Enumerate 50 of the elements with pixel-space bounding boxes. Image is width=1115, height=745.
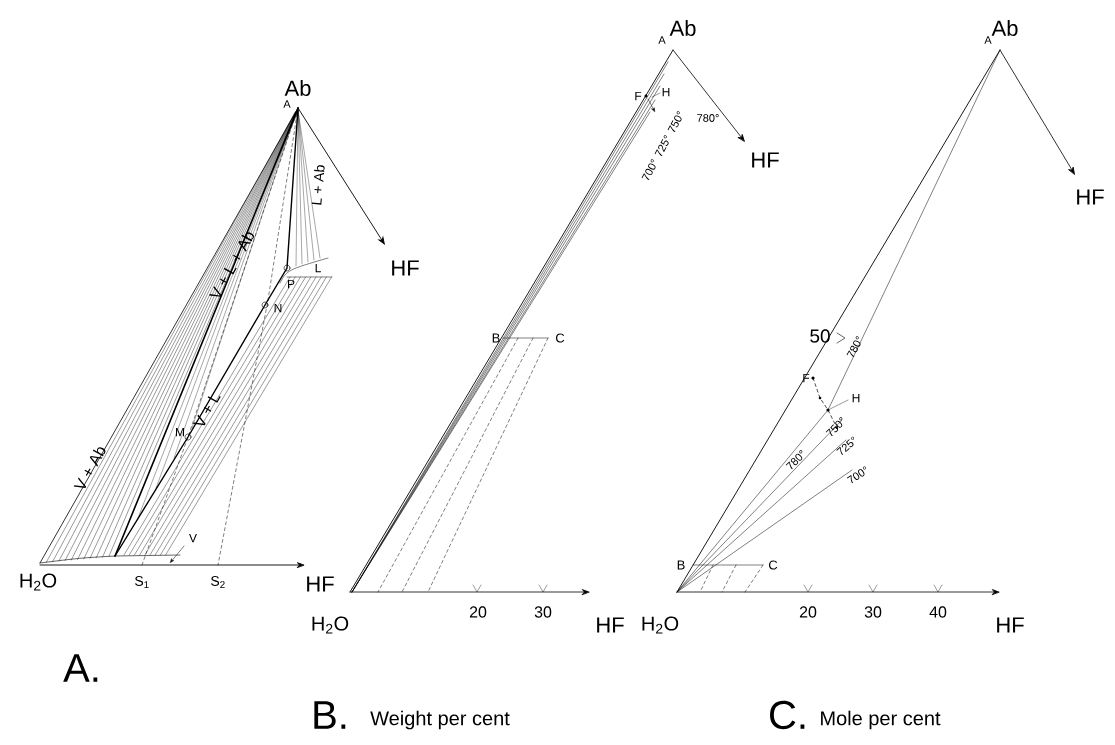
point-label: V [189,533,197,543]
panel-caption: Weight per cent [370,710,510,730]
phase-field-label: L + Ab [311,165,325,205]
point-label: F [803,373,810,383]
isotherm-label: 750° [667,111,682,133]
axis-label: H$_{2}$O [312,616,349,634]
isotherm-label: 700° [641,159,656,181]
panel-caption: C. [770,700,805,730]
point-label: S$_{2}$ [211,576,225,588]
point-label: F [635,91,642,101]
panel-caption: Mole per cent [821,710,941,730]
isotherm-label: 725° [654,135,669,157]
point-label: B [492,333,500,343]
isotherm-label: 780° [697,114,719,122]
point-label: B [677,560,685,570]
point-label: H [662,87,670,97]
tick-label: 20 [799,606,817,618]
tick-label: 40 [929,606,947,618]
axis-label: HF [997,617,1024,633]
axis-label: H$_{2}$O [642,616,679,634]
point-label: A [658,36,666,44]
point-label: C [769,560,778,570]
axis-label: H$_{2}$O [20,573,57,591]
point-label: N [274,303,282,313]
point-label: M [176,427,184,437]
point-label: P [288,279,295,289]
axis-label: HF [752,152,779,168]
phase-field-label: V + Ab [73,447,106,488]
tick-label: 30 [864,606,882,618]
panel-caption: B. [314,701,346,729]
axis-label: HF [392,260,419,276]
vertex-label: Ab [669,19,696,37]
point-label: C [555,333,565,343]
axis-label: HF [597,617,624,633]
axis-label: HF [1077,189,1104,205]
point-label: S$_{1}$ [135,576,149,588]
vertex-label: Ab [991,19,1018,37]
point-label: A [283,100,291,108]
tick-label: 30 [534,606,552,618]
tick-label: 20 [469,606,487,618]
panel-caption: A. [63,654,98,682]
axis-label: HF [307,576,334,592]
point-label: H [852,393,860,403]
point-label: L [315,263,321,273]
vertex-label: Ab [284,79,311,97]
phase-field-label: V + L [193,396,221,426]
point-label: A [984,36,992,44]
isotherm-label: 780° [846,336,861,358]
tick-label: 50 [810,329,830,343]
isotherm-label: 700° [846,466,866,484]
